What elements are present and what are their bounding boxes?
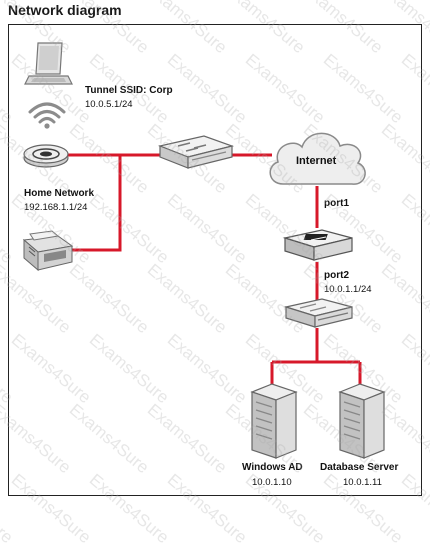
database-server-name: Database Server — [320, 462, 399, 473]
tunnel-ip-label: 10.0.5.1/24 — [85, 99, 133, 110]
laptop-icon — [24, 42, 73, 85]
database-server-ip: 10.0.1.11 — [343, 477, 382, 488]
diagram-frame — [8, 24, 422, 496]
port2-ip-label: 10.0.1.1/24 — [324, 284, 372, 295]
windows-ad-ip: 10.0.1.10 — [252, 477, 292, 488]
internet-label: Internet — [296, 155, 337, 167]
firewall-icon — [282, 229, 353, 261]
port1-label: port1 — [324, 198, 349, 209]
link-printer-switch — [72, 155, 122, 252]
windows-ad-server-icon — [250, 383, 298, 459]
tunnel-ssid-label: Tunnel SSID: Corp — [85, 85, 173, 96]
home-network-label: Home Network — [24, 188, 95, 199]
cloud-icon — [269, 132, 366, 185]
internal-switch-icon — [283, 298, 353, 328]
network-diagram — [22, 42, 386, 459]
switch-icon — [157, 135, 235, 169]
database-server-icon — [338, 383, 386, 459]
windows-ad-name: Windows AD — [242, 462, 303, 473]
connections — [66, 153, 362, 385]
printer-icon — [22, 230, 74, 272]
port2-label: port2 — [324, 270, 349, 281]
wifi-icon — [28, 102, 66, 129]
page-title: Network diagram — [8, 2, 122, 18]
home-ip-label: 192.168.1.1/24 — [24, 202, 88, 213]
access-point-icon — [23, 144, 69, 168]
